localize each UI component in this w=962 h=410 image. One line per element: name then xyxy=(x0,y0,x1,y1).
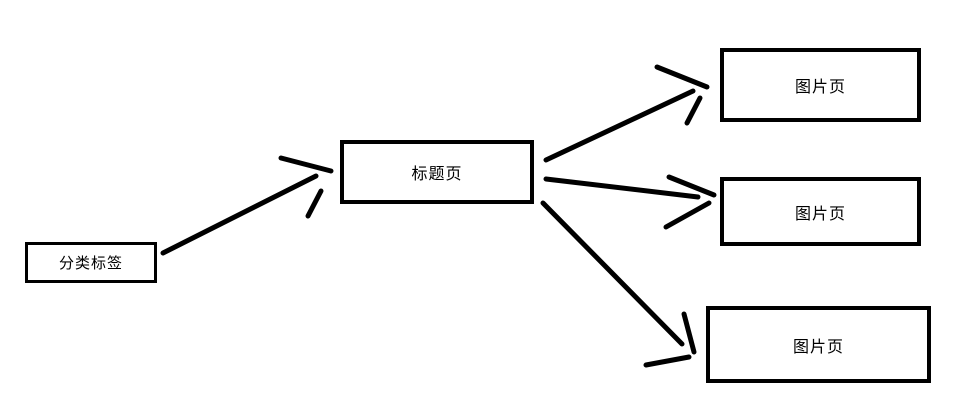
arrowhead-stroke xyxy=(305,188,324,219)
node-category: 分类标签 xyxy=(25,242,157,283)
arrow-title-to-image-top xyxy=(543,64,710,163)
arrowhead-stroke xyxy=(684,95,703,126)
arrowhead-stroke xyxy=(666,174,717,198)
arrow-title-to-image-bottom xyxy=(540,200,697,368)
node-image-page-bottom-label: 图片页 xyxy=(792,336,844,356)
node-category-label: 分类标签 xyxy=(58,254,123,272)
arrow-category-to-title xyxy=(160,155,334,256)
node-title-page-label: 标题页 xyxy=(411,164,463,183)
arrowhead-stroke xyxy=(681,311,697,355)
node-image-page-top: 图片页 xyxy=(720,48,921,122)
node-image-page-middle: 图片页 xyxy=(720,177,921,246)
node-image-page-middle-label: 图片页 xyxy=(794,203,846,223)
node-title-page: 标题页 xyxy=(340,140,534,204)
arrowhead-stroke xyxy=(278,155,334,174)
arrowhead-stroke xyxy=(654,64,710,90)
arrow-title-to-image-middle xyxy=(543,174,717,230)
arrowhead-stroke xyxy=(663,200,712,230)
node-image-page-top-label: 图片页 xyxy=(794,77,846,96)
arrowhead-stroke xyxy=(643,354,692,368)
node-image-page-bottom: 图片页 xyxy=(706,306,931,383)
